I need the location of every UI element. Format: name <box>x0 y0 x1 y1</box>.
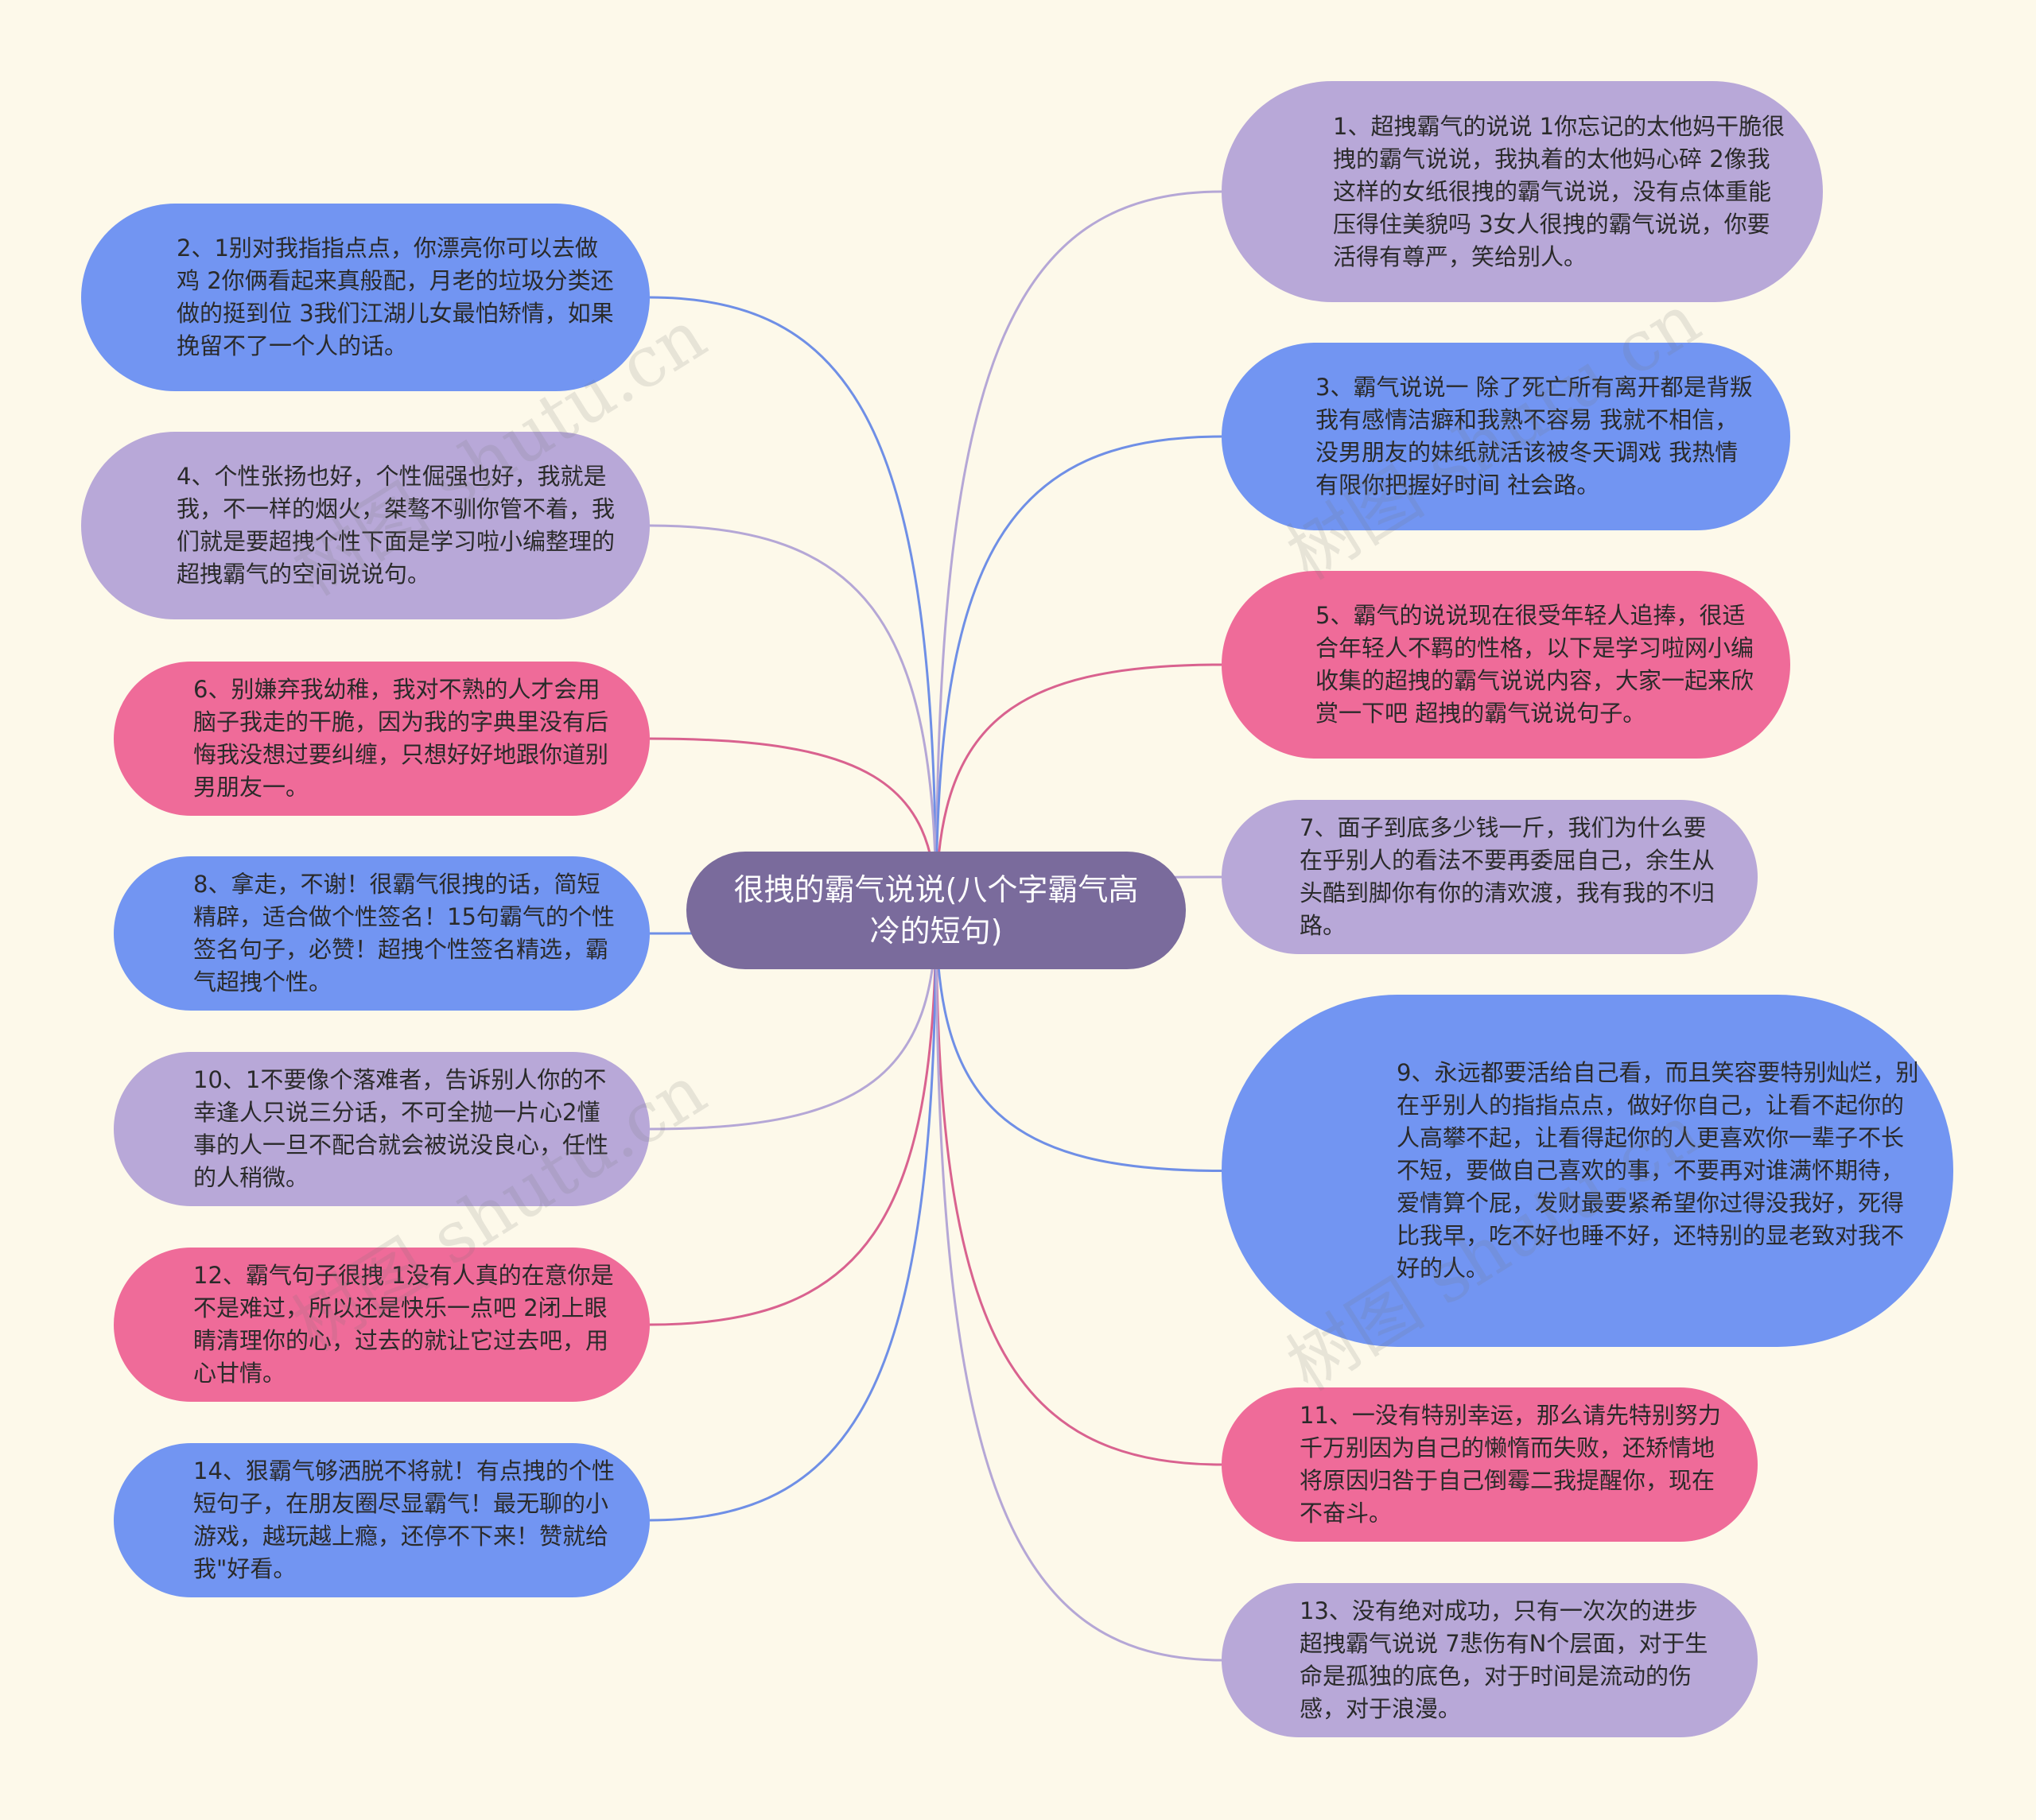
branch-node-12-text: 12、霸气句子很拽 1没有人真的在意你是不是难过，所以还是快乐一点吧 2闭上眼睛… <box>193 1262 614 1387</box>
branch-node-7-text: 7、面子到底多少钱一斤，我们为什么要在乎别人的看法不要再委屈自己，余生从头酷到脚… <box>1300 814 1715 939</box>
connector-line <box>649 910 938 1326</box>
branch-node-2-text: 2、1别对我指指点点，你漂亮你可以去做鸡 2你俩看起来真般配，月老的垃圾分类还做… <box>177 235 614 359</box>
connector-line <box>649 910 938 1131</box>
branch-node-9[interactable]: 9、永远都要活给自己看，而且笑容要特别灿烂，别在乎别人的指指点点，做好你自己，让… <box>1222 995 1953 1347</box>
root-topic-label: 很拽的霸气说说(八个字霸气高冷的短句) <box>733 872 1139 949</box>
branch-node-3[interactable]: 3、霸气说说一 除了死亡所有离开都是背叛 我有感情洁癖和我熟不容易 我就不相信，… <box>1222 343 1790 530</box>
branch-node-10[interactable]: 10、1不要像个落难者，告诉别人你的不幸逢人只说三分话，不可全抛一片心2懂事的人… <box>114 1052 650 1206</box>
branch-node-3-text: 3、霸气说说一 除了死亡所有离开都是背叛 我有感情洁癖和我熟不容易 我就不相信，… <box>1315 374 1753 499</box>
branch-node-7[interactable]: 7、面子到底多少钱一斤，我们为什么要在乎别人的看法不要再委屈自己，余生从头酷到脚… <box>1222 800 1758 954</box>
connector-line <box>934 663 1222 911</box>
branch-node-2[interactable]: 2、1别对我指指点点，你漂亮你可以去做鸡 2你俩看起来真般配，月老的垃圾分类还做… <box>81 204 650 391</box>
branch-node-1[interactable]: 1、超拽霸气的说说 1你忘记的太他妈干脆很拽的霸气说说，我执着的太他妈心碎 2像… <box>1222 81 1823 302</box>
connector-line <box>649 910 938 1522</box>
branch-node-4[interactable]: 4、个性张扬也好，个性倔强也好，我就是我，不一样的烟火，桀骜不驯你管不着，我们就… <box>81 432 650 619</box>
branch-node-5[interactable]: 5、霸气的说说现在很受年轻人追捧，很适合年轻人不羁的性格，以下是学习啦网小编收集… <box>1222 571 1790 759</box>
branch-node-12[interactable]: 12、霸气句子很拽 1没有人真的在意你是不是难过，所以还是快乐一点吧 2闭上眼睛… <box>114 1248 650 1402</box>
branch-node-13-text: 13、没有绝对成功，只有一次次的进步 超拽霸气说说 7悲伤有N个层面，对于生命是… <box>1300 1597 1708 1722</box>
branch-node-8[interactable]: 8、拿走，不谢！很霸气很拽的话，简短精辟，适合做个性签名！15句霸气的个性签名句… <box>114 856 650 1011</box>
connector-line <box>934 435 1222 911</box>
connector-line <box>934 910 1222 1662</box>
branch-node-8-text: 8、拿走，不谢！很霸气很拽的话，简短精辟，适合做个性签名！15句霸气的个性签名句… <box>193 871 615 995</box>
connector-line <box>934 910 1222 1172</box>
branch-node-11[interactable]: 11、一没有特别幸运，那么请先特别努力千万别因为自己的懒惰而失败，还矫情地将原因… <box>1222 1387 1758 1542</box>
connector-line <box>934 910 1222 1466</box>
connector-line <box>649 524 938 911</box>
root-topic[interactable]: 很拽的霸气说说(八个字霸气高冷的短句) <box>686 852 1186 969</box>
branch-node-10-text: 10、1不要像个落难者，告诉别人你的不幸逢人只说三分话，不可全抛一片心2懂事的人… <box>193 1066 609 1191</box>
branch-node-14[interactable]: 14、狠霸气够洒脱不将就！有点拽的个性短句子，在朋友圈尽显霸气！最无聊的小游戏，… <box>114 1443 650 1597</box>
branch-node-13[interactable]: 13、没有绝对成功，只有一次次的进步 超拽霸气说说 7悲伤有N个层面，对于生命是… <box>1222 1583 1758 1737</box>
branch-node-11-text: 11、一没有特别幸运，那么请先特别努力千万别因为自己的懒惰而失败，还矫情地将原因… <box>1300 1402 1721 1527</box>
branch-node-9-text: 9、永远都要活给自己看，而且笑容要特别灿烂，别在乎别人的指指点点，做好你自己，让… <box>1397 1059 1919 1282</box>
connector-line <box>934 190 1222 911</box>
connector-line <box>649 296 938 911</box>
branch-node-14-text: 14、狠霸气够洒脱不将就！有点拽的个性短句子，在朋友圈尽显霸气！最无聊的小游戏，… <box>193 1457 615 1582</box>
branch-node-4-text: 4、个性张扬也好，个性倔强也好，我就是我，不一样的烟火，桀骜不驯你管不着，我们就… <box>177 463 616 588</box>
branch-node-6[interactable]: 6、别嫌弃我幼稚，我对不熟的人才会用脑子我走的干脆，因为我的字典里没有后悔我没想… <box>114 662 650 816</box>
branch-node-6-text: 6、别嫌弃我幼稚，我对不熟的人才会用脑子我走的干脆，因为我的字典里没有后悔我没想… <box>193 676 609 801</box>
branch-node-1-text: 1、超拽霸气的说说 1你忘记的太他妈干脆很拽的霸气说说，我执着的太他妈心碎 2像… <box>1333 112 1785 270</box>
branch-node-5-text: 5、霸气的说说现在很受年轻人追捧，很适合年轻人不羁的性格，以下是学习啦网小编收集… <box>1315 602 1754 727</box>
